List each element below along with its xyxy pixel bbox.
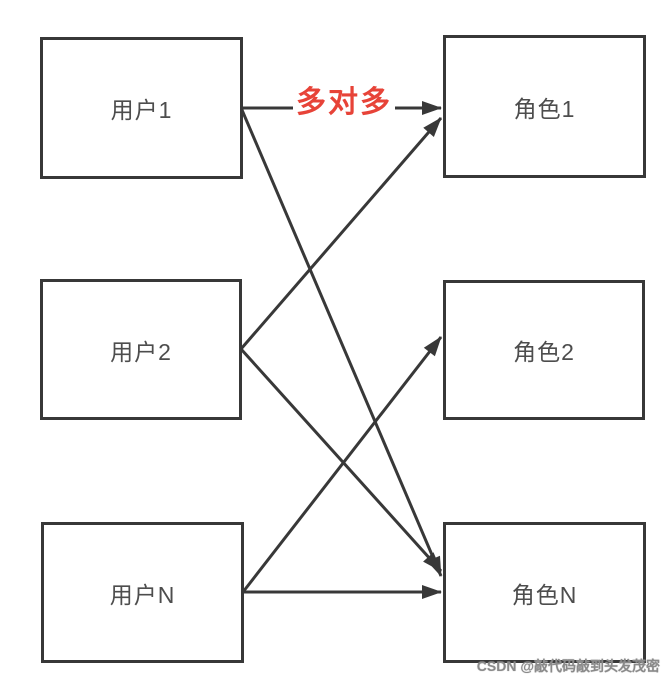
edge-user2-roleN-arrow [239, 347, 443, 573]
node-user1: 用户1 [40, 37, 243, 179]
node-roleN-label: 角色N [511, 581, 578, 608]
node-userN-label: 用户N [109, 581, 176, 608]
node-role2-label: 角色2 [513, 339, 575, 365]
edge-user1-roleN-arrow [240, 109, 443, 577]
node-user2: 用户2 [40, 279, 242, 420]
node-user2-label: 用户2 [110, 338, 172, 365]
edge-userN-role2-arrow [241, 336, 443, 593]
node-role1: 角色1 [443, 35, 646, 178]
watermark-text: CSDN @敲代码敲到头发茂密 [476, 658, 660, 674]
node-role1-label: 角色1 [513, 95, 576, 122]
edge-user2-role1-arrow [239, 117, 443, 350]
node-roleN: 角色N [443, 522, 646, 663]
node-role2: 角色2 [443, 280, 645, 420]
relation-label-many-to-many: 多对多 [293, 86, 395, 119]
node-userN: 用户N [41, 522, 244, 663]
node-user1-label: 用户1 [110, 97, 173, 123]
